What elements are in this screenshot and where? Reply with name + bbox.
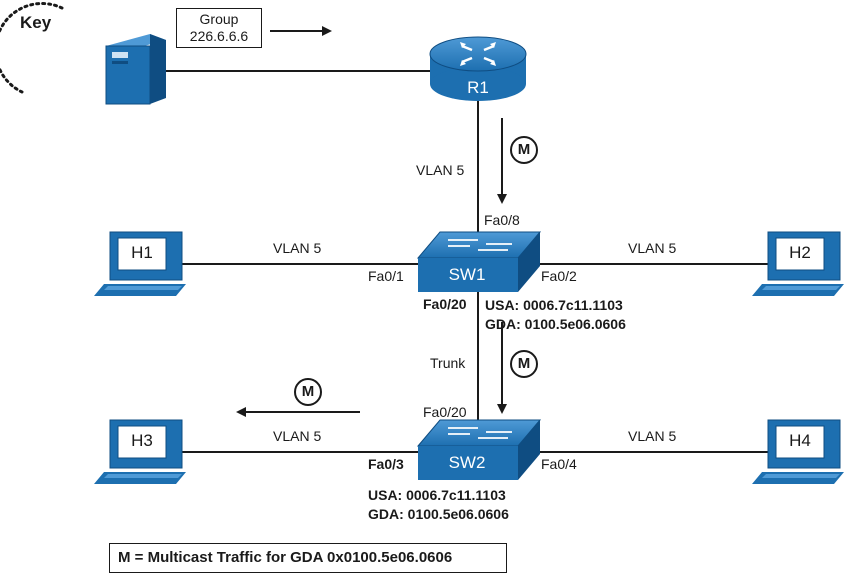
sw2-usa-entry: USA: 0006.7c11.1103 [368, 487, 506, 503]
key-dotted-arc [0, 2, 64, 94]
key-label: Key [20, 13, 52, 32]
group-box-title: Group [199, 11, 239, 27]
port-sw1-fa0-2: Fa0/2 [541, 268, 577, 284]
router-r1-label: R1 [467, 78, 489, 97]
port-sw1-fa0-20: Fa0/20 [423, 296, 467, 312]
multicast-marker-r1-sw1: M [510, 136, 538, 164]
host-h4-icon [752, 419, 844, 484]
host-h1-icon [94, 231, 186, 296]
port-sw1-fa0-8: Fa0/8 [484, 212, 520, 228]
multicast-marker-sw1-sw2: M [510, 350, 538, 378]
sw1-gda-entry: GDA: 0100.5e06.0606 [485, 316, 626, 332]
host-h3-icon [94, 419, 186, 484]
vlan-label-sw1-h2: VLAN 5 [628, 240, 677, 256]
port-sw1-fa0-1: Fa0/1 [368, 268, 404, 284]
sw1-usa-entry: USA: 0006.7c11.1103 [485, 297, 623, 313]
router-r1-icon [429, 36, 527, 101]
host-h2-label: H2 [789, 243, 811, 262]
host-h2-icon [752, 231, 844, 296]
port-sw2-fa0-3: Fa0/3 [368, 456, 404, 472]
port-sw2-fa0-20: Fa0/20 [423, 404, 467, 420]
trunk-label: Trunk [430, 355, 466, 371]
vlan-label-h1-sw1: VLAN 5 [273, 240, 322, 256]
switch-sw2-icon [416, 419, 542, 480]
host-h4-label: H4 [789, 431, 811, 450]
legend-box: M = Multicast Traffic for GDA 0x0100.5e0… [109, 543, 507, 573]
host-h3-label: H3 [131, 431, 153, 450]
multicast-marker-to-h3: M [294, 378, 322, 406]
port-sw2-fa0-4: Fa0/4 [541, 456, 577, 472]
switch-sw1-label: SW1 [448, 265, 486, 284]
switch-sw2-label: SW2 [448, 453, 486, 472]
switch-sw1-icon [416, 231, 542, 292]
vlan-label-r1-sw1: VLAN 5 [416, 162, 465, 178]
vlan-label-h3-sw2: VLAN 5 [273, 428, 322, 444]
group-box-address: 226.6.6.6 [189, 28, 249, 44]
group-address-box: Group 226.6.6.6 [176, 8, 262, 48]
server-icon [105, 34, 166, 105]
sw2-gda-entry: GDA: 0100.5e06.0606 [368, 506, 509, 522]
vlan-label-sw2-h4: VLAN 5 [628, 428, 677, 444]
host-h1-label: H1 [131, 243, 153, 262]
